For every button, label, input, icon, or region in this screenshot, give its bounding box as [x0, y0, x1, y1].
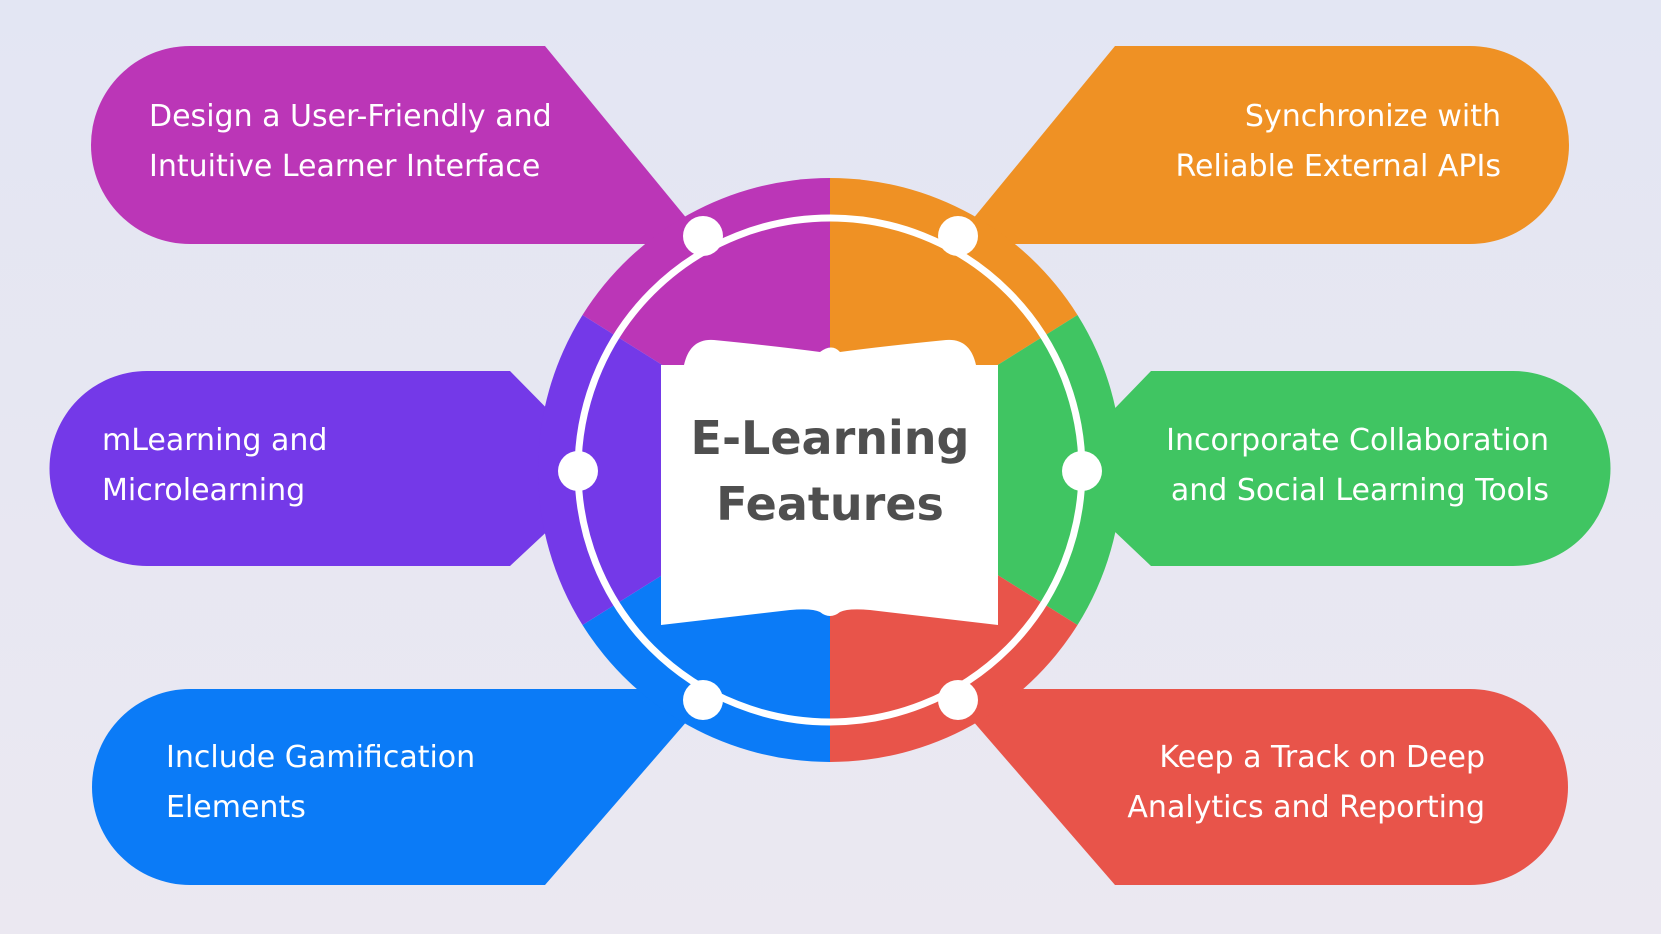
feature-line: Intuitive Learner Interface	[149, 149, 541, 184]
feature-line: Incorporate Collaboration	[1166, 423, 1549, 458]
feature-line: Design a User-Friendly and	[149, 99, 552, 134]
feature-card-mlearning	[49, 371, 571, 566]
feature-card-sync-apis	[960, 46, 1569, 244]
feature-line: mLearning and	[102, 423, 328, 458]
connector-dot	[558, 451, 598, 491]
feature-card-collaboration	[1092, 371, 1611, 566]
feature-line: Microlearning	[102, 473, 306, 508]
center-title: E-Learning Features	[662, 405, 998, 537]
feature-line: Include Gamification	[166, 740, 476, 775]
connector-dot	[1062, 451, 1102, 491]
center-title-line1: E-Learning	[690, 411, 970, 465]
feature-line: Elements	[166, 790, 306, 825]
feature-line: Synchronize with	[1244, 99, 1501, 134]
feature-label-analytics: Keep a Track on Deep Analytics and Repor…	[1127, 733, 1485, 833]
feature-card-gamification	[92, 689, 700, 885]
center-title-line2: Features	[716, 477, 944, 531]
open-book-icon	[661, 339, 998, 625]
feature-label-design-ui: Design a User-Friendly and Intuitive Lea…	[149, 92, 552, 192]
feature-line: Keep a Track on Deep	[1159, 740, 1485, 775]
connector-dot	[683, 216, 723, 256]
feature-label-collaboration: Incorporate Collaboration and Social Lea…	[1166, 416, 1549, 516]
feature-label-sync-apis: Synchronize with Reliable External APIs	[1176, 92, 1501, 192]
connector-dot	[938, 680, 978, 720]
feature-card-design-ui	[91, 46, 700, 244]
feature-card-analytics	[960, 689, 1568, 885]
feature-label-mlearning: mLearning and Microlearning	[102, 416, 327, 516]
feature-line: Reliable External APIs	[1175, 149, 1501, 184]
feature-label-gamification: Include Gamification Elements	[166, 733, 475, 833]
feature-line: and Social Learning Tools	[1170, 473, 1549, 508]
connector-dot	[938, 216, 978, 256]
feature-line: Analytics and Reporting	[1127, 790, 1485, 825]
connector-dot	[683, 680, 723, 720]
